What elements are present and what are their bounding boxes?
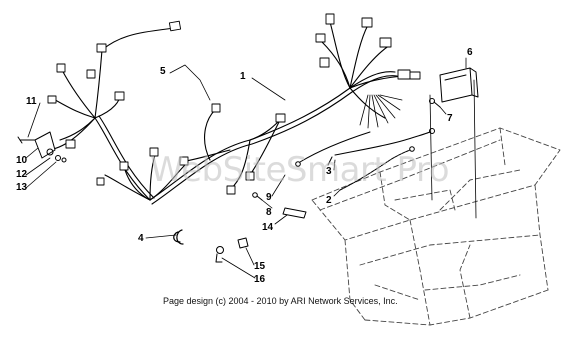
callout-5[interactable]: 5 (160, 66, 166, 77)
callout-3[interactable]: 3 (326, 166, 332, 177)
switch-assembly (17, 131, 67, 163)
callout-11[interactable]: 11 (26, 96, 37, 107)
ring-terminal-part-7 (429, 98, 441, 108)
fastener-part-15 (237, 237, 249, 249)
callout-9[interactable]: 9 (266, 192, 272, 203)
cable-end-2 (409, 146, 415, 152)
callout-1[interactable]: 1 (240, 71, 246, 82)
leader-lines (25, 57, 477, 279)
callout-10[interactable]: 10 (16, 155, 28, 166)
clamp-part-4 (173, 229, 184, 245)
branch-wires (359, 94, 403, 129)
callout-15[interactable]: 15 (254, 261, 266, 272)
wire-part-9 (295, 131, 371, 167)
callout-4[interactable]: 4 (138, 233, 144, 244)
callout-14[interactable]: 14 (262, 222, 274, 233)
frame-outline (311, 127, 561, 326)
watermark: WebSiteSmart Pro (150, 150, 450, 190)
page-footer: Page design (c) 2004 - 2010 by ARI Netwo… (163, 296, 398, 306)
cable-part-2 (339, 149, 411, 191)
callout-6[interactable]: 6 (467, 47, 473, 58)
callout-13[interactable]: 13 (16, 182, 28, 193)
callout-12[interactable]: 12 (16, 169, 28, 180)
grommet-part-8 (252, 192, 263, 201)
bracket-part-14 (282, 207, 307, 219)
callout-2[interactable]: 2 (326, 195, 332, 206)
callout-8[interactable]: 8 (266, 207, 272, 218)
callout-16[interactable]: 16 (254, 274, 266, 285)
fastener-part-16 (215, 246, 224, 263)
connectors (47, 13, 421, 195)
callout-7[interactable]: 7 (447, 113, 453, 124)
module-part-6 (439, 67, 479, 103)
cable-part-3 (327, 128, 435, 166)
main-harness (44, 21, 421, 205)
